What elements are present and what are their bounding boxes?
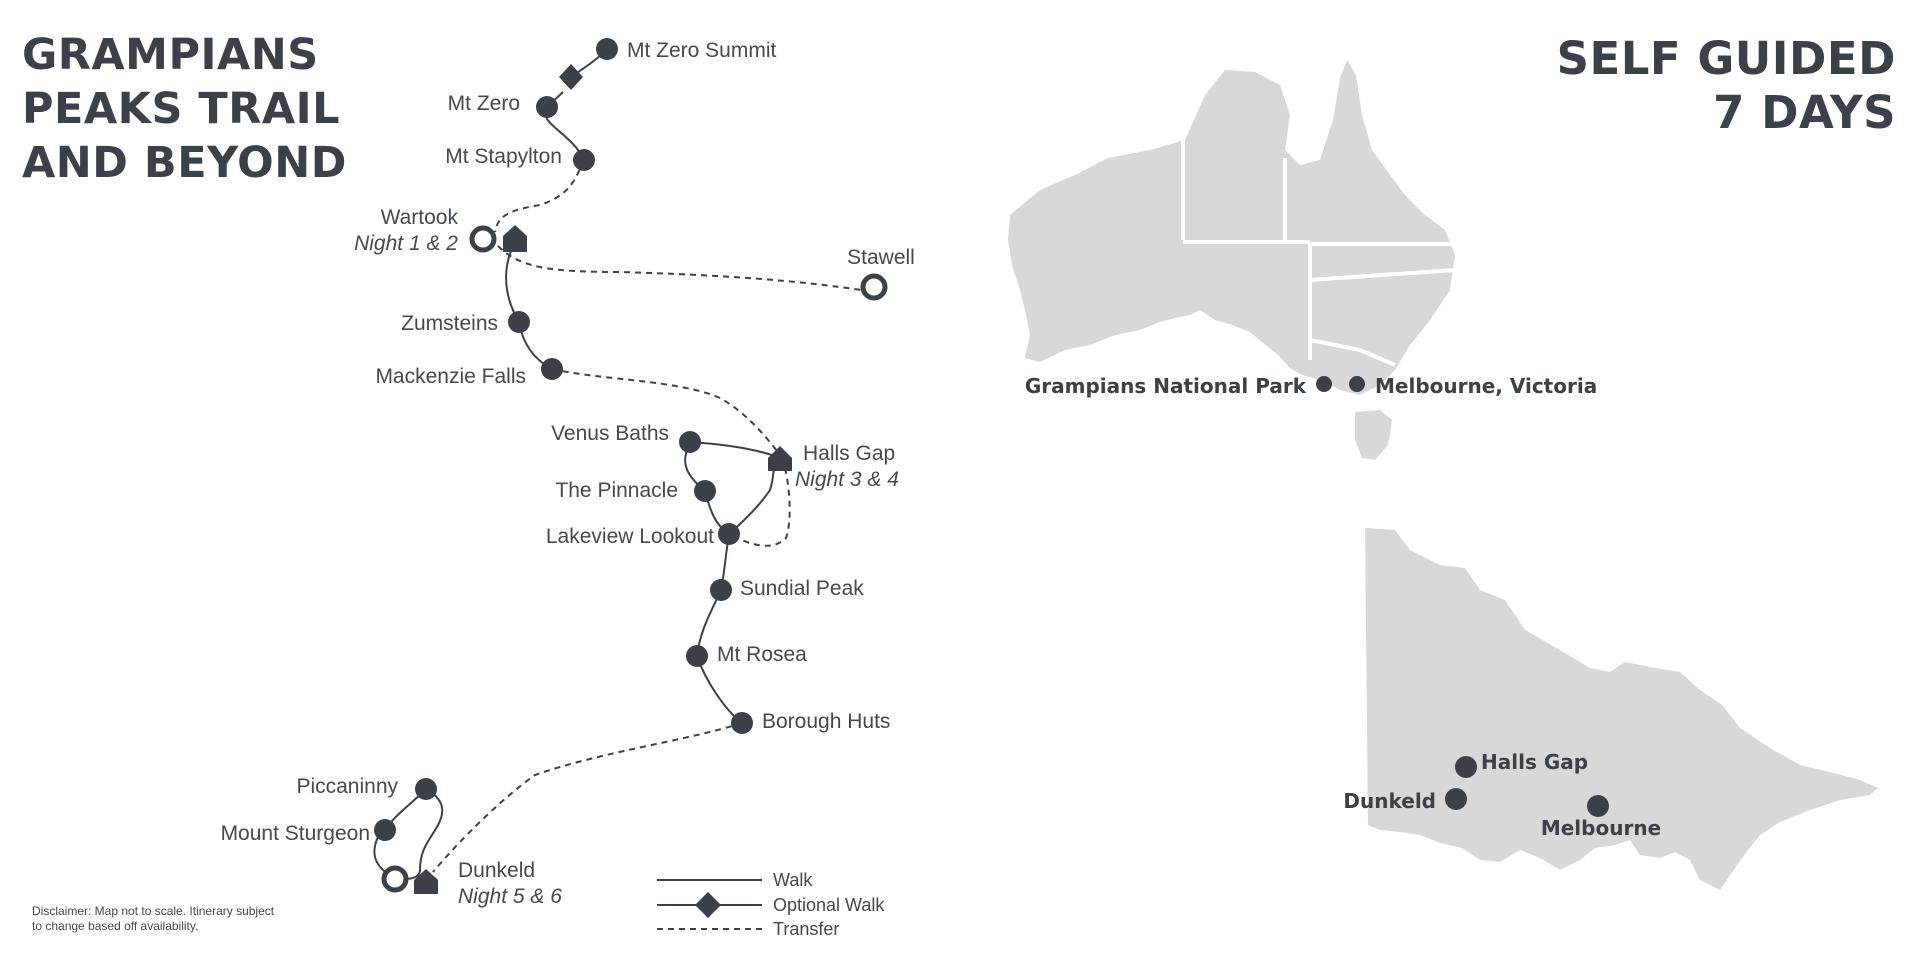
marker-zumsteins xyxy=(508,311,530,333)
marker-mt-zero xyxy=(536,96,558,118)
dunkeld-label: Dunkeld xyxy=(1343,789,1436,813)
transfer-segment xyxy=(728,467,791,547)
melbourne-marker xyxy=(1587,795,1609,817)
marker-venus-baths xyxy=(679,431,701,453)
marker-piccaninny xyxy=(415,778,437,800)
label-venus-baths: Venus Baths xyxy=(551,422,669,445)
halls-gap-marker xyxy=(1455,756,1477,778)
halls-gap-house-icon xyxy=(768,446,792,471)
legend-walk-label: Walk xyxy=(773,870,813,890)
melbourne-marker xyxy=(1349,376,1365,392)
marker-sundial-peak xyxy=(710,579,732,601)
australia-landmass xyxy=(1008,60,1455,395)
dunkeld-marker xyxy=(1445,788,1467,810)
label-sundial-peak: Sundial Peak xyxy=(740,577,864,600)
transfer-segment xyxy=(551,368,781,456)
disclaimer-line: to change based off availability. xyxy=(32,919,199,933)
wartook-house-icon xyxy=(503,225,527,252)
marker-the-pinnacle xyxy=(694,480,716,502)
optional-walk-diamond-icon xyxy=(559,64,583,90)
disclaimer-line: Disclaimer: Map not to scale. Itinerary … xyxy=(32,904,275,918)
melbourne-label: Melbourne xyxy=(1541,816,1661,840)
grampians-marker xyxy=(1316,376,1332,392)
title-line: AND BEYOND xyxy=(22,138,347,188)
transfer-segment xyxy=(497,245,875,293)
victoria-map: Halls Gap Dunkeld Melbourne xyxy=(1343,528,1878,890)
marker-lakeview-lookout xyxy=(718,523,740,545)
trail-markers xyxy=(374,38,888,894)
halls-gap-label: Halls Gap xyxy=(1481,750,1588,774)
label-piccaninny: Piccaninny xyxy=(296,775,398,798)
legend-transfer-label: Transfer xyxy=(773,919,839,939)
subtitle-line: SELF GUIDED xyxy=(1556,32,1896,85)
label-halls-gap: Halls Gap xyxy=(803,442,895,465)
legend: Walk Optional Walk Transfer xyxy=(657,870,885,939)
marker-stawell xyxy=(860,273,888,301)
marker-borough-huts xyxy=(731,712,753,734)
label-the-pinnacle: The Pinnacle xyxy=(555,479,678,502)
label-mackenzie-falls: Mackenzie Falls xyxy=(375,365,526,388)
label-mt-zero: Mt Zero xyxy=(448,92,520,115)
map-title: GRAMPIANS PEAKS TRAIL AND BEYOND xyxy=(22,28,347,190)
label-zumsteins: Zumsteins xyxy=(401,312,498,335)
label-lakeview-lookout: Lakeview Lookout xyxy=(546,525,714,548)
label-mt-zero-summit: Mt Zero Summit xyxy=(627,39,777,62)
tasmania xyxy=(1355,410,1392,460)
trip-duration-heading: SELF GUIDED 7 DAYS xyxy=(1557,32,1896,140)
marker-wartook xyxy=(469,225,497,253)
disclaimer: Disclaimer: Map not to scale. Itinerary … xyxy=(32,904,332,934)
transfer-segment xyxy=(494,159,585,233)
label-halls-gap-nights: Night 3 & 4 xyxy=(795,468,899,491)
melbourne-victoria-label: Melbourne, Victoria xyxy=(1375,374,1597,398)
marker-mt-stapylton xyxy=(573,149,595,171)
marker-mount-sturgeon xyxy=(374,819,396,841)
trail-routes xyxy=(373,48,875,881)
label-stawell: Stawell xyxy=(847,246,915,269)
grampians-label: Grampians National Park xyxy=(1025,374,1307,398)
label-dunkeld: Dunkeld xyxy=(458,859,535,882)
walk-segment xyxy=(684,441,781,535)
label-borough-huts: Borough Huts xyxy=(762,710,890,733)
title-line: GRAMPIANS xyxy=(22,30,319,80)
marker-mackenzie-falls xyxy=(541,358,563,380)
dunkeld-house-icon xyxy=(414,869,438,894)
label-dunkeld-nights: Night 5 & 6 xyxy=(458,885,562,908)
marker-dunkeld xyxy=(381,865,409,893)
victoria-landmass xyxy=(1365,528,1878,890)
transfer-segment xyxy=(432,722,743,873)
label-mt-stapylton: Mt Stapylton xyxy=(445,145,562,168)
marker-mt-zero-summit xyxy=(596,38,618,60)
walk-segment xyxy=(696,533,743,724)
label-wartook-nights: Night 1 & 2 xyxy=(354,232,458,255)
australia-map: Grampians National Park Melbourne, Victo… xyxy=(1008,60,1597,460)
title-line: PEAKS TRAIL xyxy=(22,84,341,134)
state-borders xyxy=(1181,92,1456,367)
label-wartook: Wartook xyxy=(381,206,459,229)
legend-optional-walk-label: Optional Walk xyxy=(773,895,885,915)
label-mt-rosea: Mt Rosea xyxy=(717,643,807,666)
trail-labels: Mt Zero Summit Mt Zero Mt Stapylton Wart… xyxy=(221,39,915,908)
marker-mt-rosea xyxy=(686,645,708,667)
walk-segment xyxy=(505,242,553,370)
label-mount-sturgeon: Mount Sturgeon xyxy=(221,822,370,845)
subtitle-line: 7 DAYS xyxy=(1713,86,1896,139)
legend-diamond-icon xyxy=(695,892,721,918)
